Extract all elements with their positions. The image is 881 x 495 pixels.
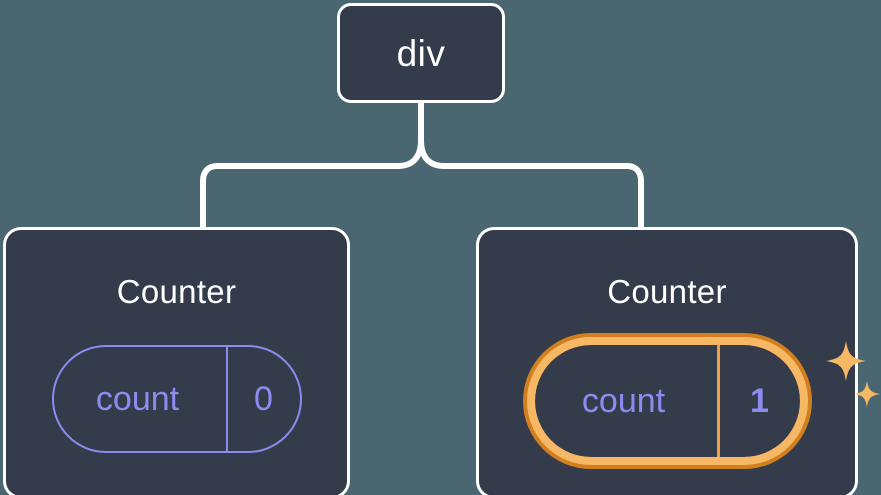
node-counter-right[interactable]: Counter count 1 (476, 227, 880, 495)
node-counter-left-title: Counter (116, 273, 237, 310)
state-value-right: 1 (716, 345, 800, 457)
sparkle-large-icon (825, 341, 866, 381)
state-name-right: count (581, 382, 666, 420)
node-root[interactable]: div (337, 3, 505, 103)
sparkles-group (825, 341, 880, 407)
state-value-left: 0 (225, 347, 300, 451)
state-pill-wrapper-left: count 0 (51, 345, 302, 453)
node-root-title: div (396, 32, 446, 74)
sparkle-small-icon (853, 381, 880, 407)
state-pill-wrapper-right: count 1 (535, 341, 880, 457)
connector-branch-left (200, 137, 424, 230)
state-pill-left[interactable]: count 0 (51, 345, 302, 453)
state-name-left: count (95, 380, 180, 418)
state-pill-right-highlighted[interactable]: count 1 (535, 345, 800, 457)
node-counter-left[interactable]: Counter count 0 (3, 227, 350, 495)
connector-branch-right (418, 137, 644, 230)
node-counter-right-title: Counter (607, 273, 727, 310)
